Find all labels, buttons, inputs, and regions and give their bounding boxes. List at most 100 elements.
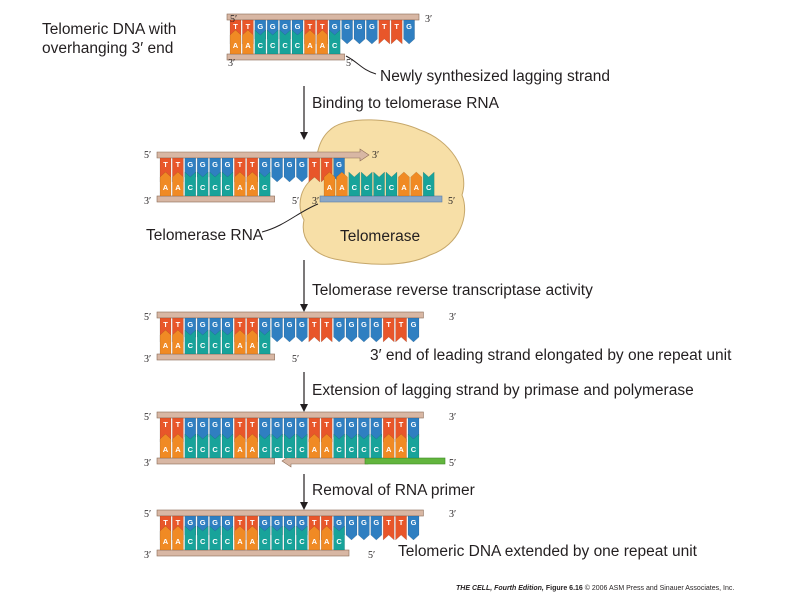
- s4-top-nuc-11-letter: G: [299, 420, 305, 429]
- s5-bottom-nuc-7-letter: A: [250, 537, 256, 546]
- s5-top-nuc-20: [407, 515, 420, 541]
- s5-bottom-nuc-8: [259, 525, 271, 551]
- final-label: Telomeric DNA extended by one repeat uni…: [398, 543, 698, 560]
- s4-new-nuc-1-letter: C: [287, 445, 293, 454]
- s5-top-nuc-16-letter: G: [361, 518, 367, 527]
- s3-five-top: 5′: [144, 312, 151, 323]
- s5-top-nuc-8-letter: G: [262, 518, 268, 527]
- leading-elongated-label: 3′ end of leading strand elongated by on…: [370, 347, 732, 364]
- s1-bottom-nuc-4-letter: C: [282, 41, 288, 50]
- s4-bottom-nuc-3-letter: C: [200, 445, 206, 454]
- s3-bottom-nuc-7-letter: A: [250, 341, 256, 350]
- s1-bottom-nuc-5: [291, 29, 304, 55]
- s5-bottom-nuc-12: [308, 525, 320, 551]
- s4-bottom-nuc-0: [159, 433, 172, 459]
- s3-bottom-nuc-5-letter: C: [225, 341, 231, 350]
- s2-rna-nuc-5-letter: C: [389, 183, 395, 192]
- s3-bottom-nuc-4: [209, 329, 221, 355]
- s2-rna-nuc-8-letter: C: [426, 183, 432, 192]
- s4-top-nuc-13-letter: T: [324, 420, 329, 429]
- s3-top-nuc-19-letter: T: [399, 320, 404, 329]
- s4-top-nuc-12-letter: T: [312, 420, 317, 429]
- s1-bottom-nuc-2-letter: C: [258, 41, 264, 50]
- s1-top-nuc-14-letter: G: [406, 22, 412, 31]
- s4-new-nuc-4: [321, 433, 333, 459]
- s1-bottom-nuc-3: [267, 29, 279, 55]
- s3-top-nuc-12: [308, 317, 320, 343]
- s3-bottom-nuc-6-letter: A: [237, 341, 243, 350]
- s5-three-bottom: 3′: [144, 550, 151, 561]
- s5-bottom-nuc-5: [221, 525, 234, 551]
- s1-three-bottom: 3′: [228, 58, 235, 69]
- s5-top-nuc-1-letter: T: [176, 518, 181, 527]
- stage1-label-line1: Telomeric DNA with: [42, 21, 176, 38]
- s4-new-nuc-2: [296, 433, 308, 459]
- s4-bottom-nuc-4-letter: C: [212, 445, 218, 454]
- s3-top-backbone: [156, 311, 424, 319]
- s1-top-nuc-10: [353, 19, 366, 45]
- s4-primer-nuc-4: [395, 433, 407, 459]
- s3-top-nuc-6-letter: T: [238, 320, 243, 329]
- s5-top-nuc-9-letter: G: [274, 518, 280, 527]
- step4-label: Removal of RNA primer: [312, 482, 475, 499]
- s3-top-nuc-9-letter: G: [274, 320, 280, 329]
- s3-bottom-nuc-3-letter: C: [200, 341, 206, 350]
- s3-top-nuc-11-letter: G: [299, 320, 305, 329]
- s4-primer-nuc-4-letter: A: [398, 445, 404, 454]
- s5-bottom-nuc-4-letter: C: [212, 537, 218, 546]
- s2-rna-nuc-6: [398, 171, 410, 197]
- s1-bottom-nuc-3-letter: C: [270, 41, 276, 50]
- step1-label: Binding to telomerase RNA: [312, 95, 500, 112]
- s5-top-nuc-2-letter: G: [187, 518, 193, 527]
- s4-top-nuc-6-letter: T: [238, 420, 243, 429]
- s1-top-nuc-1-letter: T: [246, 22, 251, 31]
- s5-bottom-nuc-1-letter: A: [175, 537, 181, 546]
- s2-rna-nuc-4: [373, 171, 385, 197]
- s5-top-nuc-18: [383, 515, 395, 541]
- s5-top-nuc-18-letter: T: [386, 518, 391, 527]
- s5-top-nuc-7-letter: T: [250, 518, 255, 527]
- s2-top-nuc-2-letter: G: [187, 160, 193, 169]
- s3-bottom-nuc-1: [172, 329, 184, 355]
- s5-bottom-nuc-5-letter: C: [225, 537, 231, 546]
- s4-bottom-nuc-0-letter: A: [163, 445, 169, 454]
- s2-rna-nuc-6-letter: A: [401, 183, 407, 192]
- s2-top-nuc-0-letter: T: [163, 160, 168, 169]
- s5-bottom-nuc-12-letter: A: [312, 537, 318, 546]
- s1-top-nuc-5-letter: G: [295, 22, 301, 31]
- s5-bottom-nuc-2: [184, 525, 196, 551]
- s4-top-nuc-3-letter: G: [200, 420, 206, 429]
- s3-top-nuc-11: [296, 317, 308, 343]
- s3-top-nuc-8-letter: G: [262, 320, 268, 329]
- credit-figure: Figure 6.16: [545, 585, 583, 592]
- s2-bottom-nuc-4-letter: C: [212, 183, 218, 192]
- s1-top-nuc-12-letter: T: [382, 22, 387, 31]
- s5-top-nuc-10-letter: G: [287, 518, 293, 527]
- s1-bottom-nuc-7-letter: A: [320, 41, 326, 50]
- s2-top-nuc-8-letter: G: [262, 160, 268, 169]
- s3-bottom-nuc-8-letter: C: [262, 341, 268, 350]
- s3-top-nuc-7-letter: T: [250, 320, 255, 329]
- s4-top-nuc-10-letter: G: [287, 420, 293, 429]
- s5-bottom-nuc-8-letter: C: [262, 537, 268, 546]
- s4-new-nuc-0: [271, 433, 283, 459]
- s5-bottom-backbone: [156, 549, 350, 557]
- s4-bottom-nuc-4: [209, 433, 221, 459]
- s5-five-top: 5′: [144, 509, 151, 520]
- s4-top-backbone: [156, 411, 424, 419]
- s5-top-nuc-16: [358, 515, 370, 541]
- s5-bottom-nuc-3: [197, 525, 209, 551]
- s4-top-nuc-5-letter: G: [225, 420, 231, 429]
- s1-top-nuc-9-letter: G: [344, 22, 350, 31]
- s3-top-nuc-13: [321, 317, 333, 343]
- s3-top-nuc-1-letter: T: [176, 320, 181, 329]
- s5-bottom-nuc-14: [333, 525, 345, 551]
- telomerase-label: Telomerase: [340, 228, 420, 245]
- s4-top-nuc-20-letter: G: [411, 420, 417, 429]
- s3-top-nuc-3-letter: G: [200, 320, 206, 329]
- s4-primer-nuc-1: [358, 433, 370, 459]
- s5-bottom-nuc-7: [246, 525, 258, 551]
- s1-top-nuc-9: [341, 19, 353, 45]
- s4-top-nuc-16-letter: G: [361, 420, 367, 429]
